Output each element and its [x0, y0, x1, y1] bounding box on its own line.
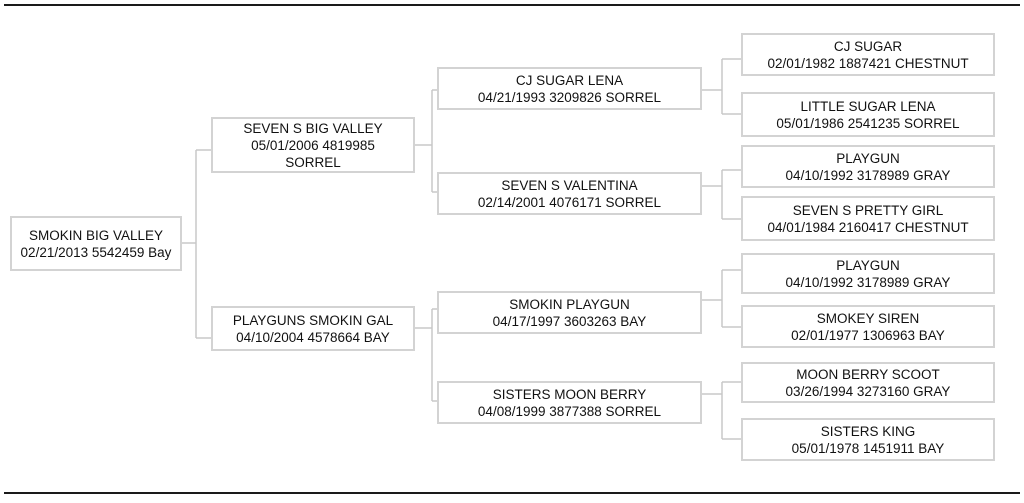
connector-dam: [415, 308, 437, 402]
bottom-rule: [4, 492, 1020, 494]
horse-info: 04/01/1984 2160417 CHESTNUT: [767, 219, 969, 235]
horse-color: SORREL: [285, 154, 341, 170]
horse-name: SMOKIN BIG VALLEY: [28, 227, 164, 243]
horse-info: 03/26/1994 3273160 GRAY: [785, 383, 951, 399]
top-rule: [4, 4, 1020, 6]
horse-info: 02/01/1977 1306963 BAY: [791, 327, 945, 343]
horse-sire-sire: CJ SUGAR LENA 04/21/1993 3209826 SORREL: [437, 67, 702, 110]
connector-subject: [182, 149, 211, 339]
horse-dd-dam: SISTERS KING 05/01/1978 1451911 BAY: [741, 418, 995, 461]
horse-info: 02/21/2013 5542459 Bay: [20, 244, 172, 260]
horse-ds-dam: SMOKEY SIREN 02/01/1977 1306963 BAY: [741, 305, 995, 348]
horse-name: CJ SUGAR LENA: [515, 72, 624, 88]
horse-name: SISTERS MOON BERRY: [492, 386, 647, 402]
horse-info: 02/01/1982 1887421 CHESTNUT: [767, 55, 969, 71]
horse-info: 04/08/1999 3877388 SORREL: [477, 403, 662, 419]
horse-name: CJ SUGAR: [833, 38, 903, 54]
horse-subject: SMOKIN BIG VALLEY 02/21/2013 5542459 Bay: [10, 216, 182, 271]
horse-info: 04/10/1992 3178989 GRAY: [785, 274, 951, 290]
horse-dam-sire: SMOKIN PLAYGUN 04/17/1997 3603263 BAY: [437, 291, 702, 334]
horse-info: 04/17/1997 3603263 BAY: [492, 313, 647, 329]
horse-info: 04/10/2004 4578664 BAY: [236, 329, 390, 345]
horse-name: PLAYGUNS SMOKIN GAL: [232, 312, 394, 328]
horse-name: MOON BERRY SCOOT: [796, 366, 940, 382]
horse-dd-sire: MOON BERRY SCOOT 03/26/1994 3273160 GRAY: [741, 362, 995, 403]
horse-info: 05/01/2006 4819985: [251, 137, 375, 153]
connector-sire-dam: [702, 169, 741, 220]
horse-info: 04/21/1993 3209826 SORREL: [477, 89, 662, 105]
connector-dam-dam: [702, 381, 741, 440]
horse-name: SEVEN S VALENTINA: [501, 177, 638, 193]
horse-sd-sire: PLAYGUN 04/10/1992 3178989 GRAY: [741, 145, 995, 188]
horse-info: 02/14/2001 4076171 SORREL: [477, 194, 662, 210]
horse-name: SMOKIN PLAYGUN: [509, 296, 630, 312]
horse-info: 05/01/1978 1451911 BAY: [791, 440, 945, 456]
horse-info: 05/01/1986 2541235 SORREL: [776, 115, 960, 131]
horse-dam: PLAYGUNS SMOKIN GAL 04/10/2004 4578664 B…: [211, 306, 415, 351]
horse-ss-sire: CJ SUGAR 02/01/1982 1887421 CHESTNUT: [741, 33, 995, 76]
connector-sire: [415, 89, 437, 193]
horse-name: SEVEN S PRETTY GIRL: [792, 202, 944, 218]
connector-dam-sire: [702, 269, 741, 328]
horse-name: SISTERS KING: [820, 423, 916, 439]
horse-sire-dam: SEVEN S VALENTINA 02/14/2001 4076171 SOR…: [437, 172, 702, 215]
horse-name: SEVEN S BIG VALLEY: [243, 120, 383, 136]
horse-name: SMOKEY SIREN: [816, 310, 920, 326]
connector-sire-sire: [702, 58, 741, 115]
horse-name: PLAYGUN: [836, 257, 900, 273]
horse-info: 04/10/1992 3178989 GRAY: [785, 167, 951, 183]
horse-ss-dam: LITTLE SUGAR LENA 05/01/1986 2541235 SOR…: [741, 92, 995, 137]
horse-sd-dam: SEVEN S PRETTY GIRL 04/01/1984 2160417 C…: [741, 196, 995, 241]
horse-ds-sire: PLAYGUN 04/10/1992 3178989 GRAY: [741, 253, 995, 294]
horse-dam-dam: SISTERS MOON BERRY 04/08/1999 3877388 SO…: [437, 381, 702, 424]
horse-name: PLAYGUN: [836, 150, 900, 166]
horse-sire: SEVEN S BIG VALLEY 05/01/2006 4819985 SO…: [211, 117, 415, 173]
horse-name: LITTLE SUGAR LENA: [800, 98, 936, 114]
